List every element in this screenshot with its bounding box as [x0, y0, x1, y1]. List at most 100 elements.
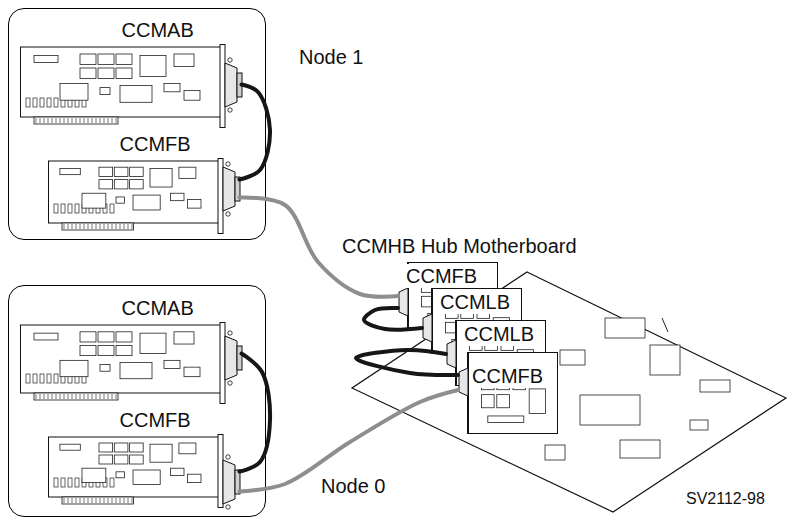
resistor [61, 478, 65, 487]
resistor [75, 204, 79, 213]
chip [116, 471, 125, 477]
finger [83, 224, 84, 229]
finger [119, 224, 120, 229]
hub-line-card: CCMFB [458, 352, 558, 434]
resistor [47, 374, 51, 383]
board-chip [700, 380, 730, 392]
chip-group [34, 54, 200, 102]
board-chip [545, 445, 565, 460]
chip [140, 55, 166, 76]
node-enclosure: Node 0CCMABCCMFB [8, 285, 266, 517]
finger [71, 498, 72, 503]
finger [55, 118, 56, 123]
cable-connector [223, 460, 235, 504]
chip [80, 54, 96, 65]
chip [116, 68, 132, 79]
finger [59, 118, 60, 123]
finger [123, 498, 124, 503]
finger [107, 224, 108, 229]
cable-connector [225, 336, 237, 380]
card-name: CCMFB [118, 408, 193, 432]
resistor [68, 478, 72, 487]
chip [82, 193, 106, 208]
finger [95, 394, 96, 399]
chip-group [34, 331, 200, 378]
board-chip [620, 440, 660, 458]
cable-connector [225, 63, 237, 107]
adapter-card: CCMFB [48, 408, 240, 508]
chip [120, 362, 152, 378]
finger [95, 118, 96, 123]
board-chip [560, 350, 585, 365]
chip [60, 83, 88, 100]
chip [164, 83, 180, 91]
finger [87, 394, 88, 399]
cable [356, 350, 458, 375]
chip [184, 90, 200, 100]
chip [529, 389, 545, 414]
chip [120, 85, 152, 102]
chip [114, 455, 128, 464]
board-chip [650, 345, 680, 375]
mounting-bracket [218, 434, 223, 507]
finger [115, 118, 116, 123]
chip [170, 468, 184, 475]
resistor [54, 374, 58, 383]
chip [59, 168, 79, 174]
finger [99, 394, 100, 399]
card-name: CCMFB [404, 264, 479, 288]
chip [34, 55, 58, 62]
resistor [47, 98, 51, 107]
resistor [33, 98, 37, 107]
finger [83, 498, 84, 503]
chip [80, 345, 96, 355]
circuit-board [20, 325, 220, 393]
board-parts [545, 318, 730, 460]
screw [227, 57, 231, 61]
chip [34, 333, 58, 340]
adapter-card: CCMAB [20, 296, 242, 404]
cable-connector [447, 340, 456, 368]
circuit-board [48, 437, 218, 497]
resistor [26, 98, 30, 107]
card-name: CCMLB [438, 290, 512, 314]
connector-screws [225, 161, 229, 215]
resistor [54, 98, 58, 107]
finger [123, 224, 124, 229]
screw [227, 380, 231, 384]
chip [100, 364, 110, 371]
chip [99, 443, 113, 452]
finger [127, 498, 128, 503]
chip [129, 455, 143, 464]
resistor [110, 478, 114, 487]
finger [67, 224, 68, 229]
connector-screws [227, 330, 231, 384]
finger [99, 498, 100, 503]
chip [482, 395, 495, 408]
card-illustration [48, 158, 240, 234]
finger [107, 118, 108, 123]
finger [75, 394, 76, 399]
finger [95, 224, 96, 229]
chip [174, 331, 194, 343]
resistor [40, 374, 44, 383]
connector-shell [237, 73, 242, 97]
finger [91, 394, 92, 399]
finger [75, 498, 76, 503]
circuit-board [48, 161, 218, 223]
finger [35, 394, 36, 399]
finger [103, 118, 104, 123]
chip [98, 345, 114, 355]
finger [91, 224, 92, 229]
finger [67, 118, 68, 123]
finger [131, 224, 132, 229]
chip [133, 195, 160, 210]
chip [59, 444, 79, 450]
chip [100, 87, 110, 94]
finger [51, 394, 52, 399]
cable [240, 197, 399, 296]
connector-screws [225, 454, 229, 508]
chip [129, 179, 143, 188]
edge-connector [62, 223, 133, 230]
